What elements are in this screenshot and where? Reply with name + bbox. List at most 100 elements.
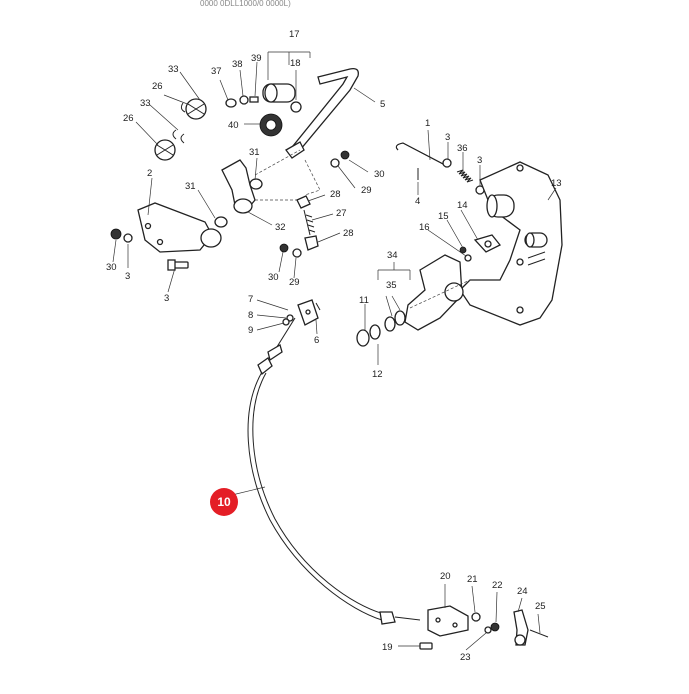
callout-21: 21 [467, 574, 478, 585]
nut-9 [282, 318, 290, 326]
cable-sheath [247, 371, 383, 621]
callout-32: 32 [275, 222, 286, 233]
spring-36 [456, 169, 474, 183]
callout-2: 2 [147, 168, 152, 179]
lower-linkage [419, 605, 549, 650]
callout-33: 33 [168, 64, 179, 75]
callout-25: 25 [535, 601, 546, 612]
callout-labels: 17 33 37 38 39 18 26 33 26 40 5 1 3 36 3… [106, 29, 562, 663]
cable-end-upper [267, 344, 283, 362]
callout-37: 37 [211, 66, 222, 77]
callout-28: 28 [330, 189, 341, 200]
nut-30b [110, 228, 122, 240]
clevis-28b [304, 235, 319, 251]
washer-23 [484, 626, 492, 634]
callout-3: 3 [445, 132, 450, 143]
cable-end-lower [379, 611, 396, 625]
washer-29b [292, 248, 302, 258]
washer-38 [239, 95, 249, 105]
pedal-shaft-5 [292, 68, 359, 151]
bracket-20 [427, 605, 469, 637]
bolt-19 [419, 642, 433, 650]
callout-4: 4 [415, 196, 420, 207]
callout-40: 40 [228, 120, 239, 131]
callout-24: 24 [517, 586, 528, 597]
callout-20: 20 [440, 571, 451, 582]
callout-29: 29 [289, 277, 300, 288]
nut-22 [490, 622, 500, 632]
callout-26: 26 [123, 113, 134, 124]
highlight-label: 10 [217, 495, 231, 509]
callout-13: 13 [551, 178, 562, 189]
callout-38: 38 [232, 59, 243, 70]
callout-3: 3 [164, 293, 169, 304]
callout-30: 30 [374, 169, 385, 180]
callout-36: 36 [457, 143, 468, 154]
callout-3: 3 [477, 155, 482, 166]
highlight-circle[interactable] [210, 488, 238, 516]
callout-30: 30 [268, 272, 279, 283]
callout-28: 28 [343, 228, 354, 239]
mounting-bracket-2 [110, 202, 228, 271]
clip-33b [172, 129, 185, 144]
callout-26: 26 [152, 81, 163, 92]
callout-3: 3 [125, 271, 130, 282]
cable-10 [247, 299, 421, 625]
washer-31 [249, 178, 263, 190]
bolt-3 [173, 261, 189, 269]
clevis-28a [296, 195, 311, 209]
callout-30: 30 [106, 262, 117, 273]
bush-18-end [264, 83, 278, 103]
leader-lines [112, 51, 557, 651]
callout-31: 31 [249, 147, 260, 158]
washer-32 [214, 216, 228, 228]
callout-18: 18 [290, 58, 301, 69]
callout-33: 33 [140, 98, 151, 109]
pin-6 [315, 302, 321, 311]
callout-7: 7 [248, 294, 253, 305]
nut-30a [340, 150, 350, 160]
callout-16: 16 [419, 222, 430, 233]
clip-33a [180, 102, 186, 113]
callout-27: 27 [336, 208, 347, 219]
lever-arm-34 [404, 254, 463, 331]
nut-30c [279, 243, 289, 253]
nut-18 [290, 101, 302, 113]
callout-35: 35 [386, 280, 397, 291]
callout-19: 19 [382, 642, 393, 653]
bolt-39 [249, 96, 259, 103]
callout-14: 14 [457, 200, 468, 211]
callout-34: 34 [387, 250, 398, 261]
callout-15: 15 [438, 211, 449, 222]
clip-21 [471, 612, 481, 622]
plate-13 [459, 161, 563, 326]
washer-29a [330, 158, 340, 168]
callout-5: 5 [380, 99, 385, 110]
washer-16 [464, 254, 472, 262]
highlighted-part-badge[interactable]: 10 [210, 488, 238, 516]
washer-3a [123, 233, 133, 243]
callout-31: 31 [185, 181, 196, 192]
callout-29: 29 [361, 185, 372, 196]
nut-15 [459, 246, 467, 254]
pin-25 [529, 629, 549, 638]
callout-23: 23 [460, 652, 471, 663]
callout-12: 12 [372, 369, 383, 380]
callout-17: 17 [289, 29, 300, 40]
callout-6: 6 [314, 335, 319, 346]
callout-1: 1 [425, 118, 430, 129]
callout-39: 39 [251, 53, 262, 64]
ring-11 [356, 329, 370, 347]
rod-27 [303, 209, 311, 236]
callout-8: 8 [248, 310, 253, 321]
bush-35a [394, 310, 406, 326]
washer-12 [369, 324, 381, 340]
pedal-shaft-assembly [154, 68, 359, 214]
link-parts [279, 195, 319, 258]
cropped-header-text: 0000 0DLL1000/0 0000L) [200, 0, 291, 8]
bush-35b [384, 316, 396, 332]
washer-3b [442, 158, 452, 168]
callout-11: 11 [359, 295, 369, 306]
